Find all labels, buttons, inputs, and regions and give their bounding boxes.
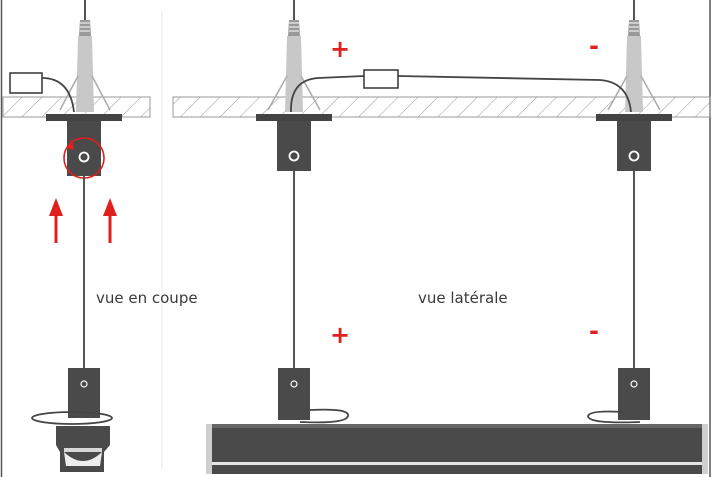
polarity-minus-bottom: - bbox=[589, 317, 599, 345]
arrow-up-icon bbox=[103, 198, 117, 243]
ceiling-plate-middle bbox=[256, 114, 332, 121]
connector-box-middle bbox=[363, 69, 399, 89]
cable-loop-left bbox=[31, 411, 113, 425]
cable-anchor-right bbox=[607, 0, 661, 112]
polarity-minus-top: - bbox=[589, 32, 599, 60]
cable-anchor-left bbox=[59, 0, 111, 112]
polarity-plus-top: + bbox=[330, 35, 350, 63]
connector-box-left bbox=[9, 72, 75, 113]
arrow-up-icon bbox=[49, 198, 63, 243]
lower-bracket-left bbox=[68, 368, 100, 418]
luminaire-profile bbox=[56, 426, 110, 472]
ceiling-plate-left bbox=[46, 114, 122, 121]
ceiling-plate-right bbox=[596, 114, 672, 121]
ceiling-right bbox=[172, 96, 711, 118]
canopy-block-right bbox=[617, 121, 651, 171]
wiring-cable bbox=[290, 75, 632, 113]
side-view-label: vue latérale bbox=[418, 289, 508, 307]
canopy-block-middle bbox=[277, 121, 311, 171]
lower-bracket-middle bbox=[278, 368, 310, 420]
polarity-plus-bottom: + bbox=[330, 321, 350, 349]
luminaire-body bbox=[206, 424, 708, 474]
cable-loop-right bbox=[587, 410, 641, 424]
cable-loop-middle bbox=[299, 408, 349, 424]
lower-bracket-right bbox=[618, 368, 650, 420]
section-view-label: vue en coupe bbox=[96, 289, 198, 307]
